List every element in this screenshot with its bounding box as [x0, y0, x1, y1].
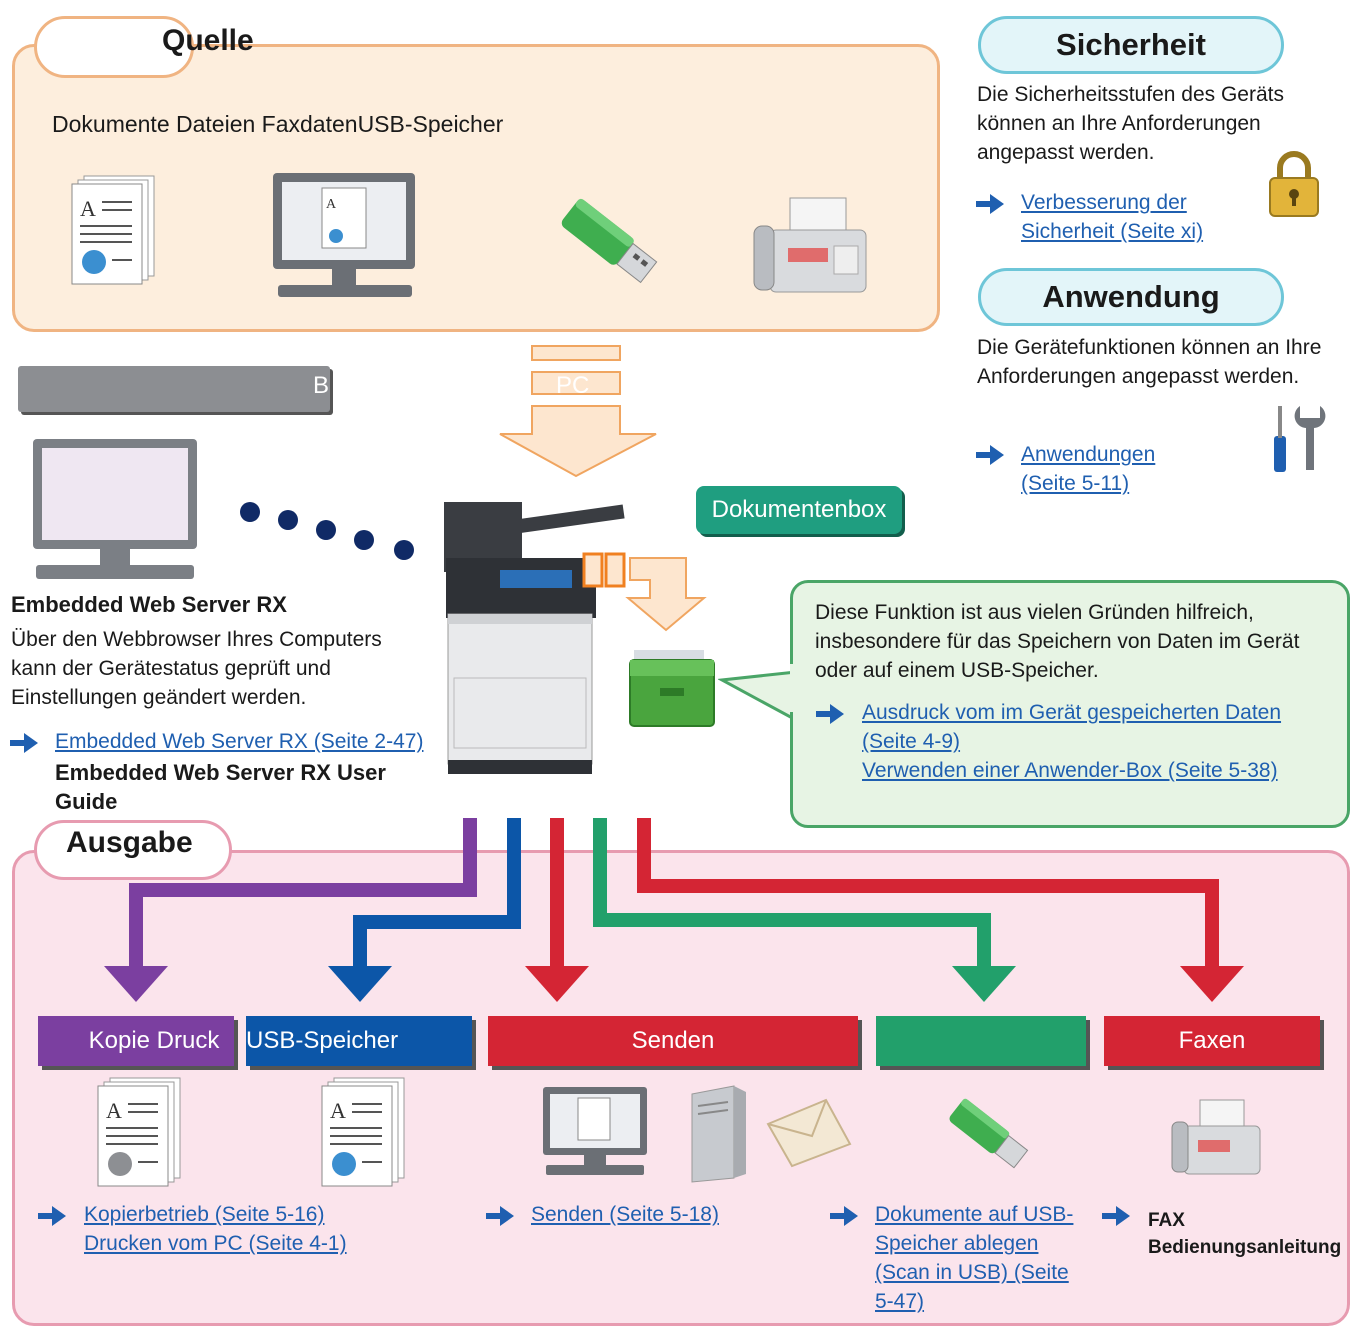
usb-speicher-label: USB-Speicher: [246, 1027, 399, 1054]
svg-text:A: A: [106, 1098, 122, 1123]
dokumentenbox-callout: [790, 580, 1350, 828]
kopierbetrieb-link[interactable]: Kopierbetrieb (Seite 5-16): [84, 1203, 325, 1226]
usb-ablegen-link-line1[interactable]: Dokumente auf USB-: [875, 1203, 1074, 1226]
output-flow-arrows: [104, 818, 1244, 1002]
dokumentenbox-link1-line1[interactable]: Ausdruck vom im Gerät gespeicherten Date…: [862, 701, 1282, 724]
callout-pointer: [718, 670, 798, 723]
svg-text:A: A: [326, 197, 337, 212]
dokumentenbox-link2[interactable]: Verwenden einer Anwender-Box (Seite 5-38…: [862, 759, 1278, 782]
ews-title: Embedded Web Server RX: [11, 592, 287, 617]
link-arrow-icon: [976, 194, 1004, 214]
padlock-icon: [1269, 151, 1319, 217]
link-arrow-icon: [486, 1206, 514, 1226]
box-arrow: [625, 557, 707, 632]
copy-documents-icon: A: [97, 1077, 181, 1187]
pc-bar-label-right: PC: [556, 372, 590, 399]
dokumentenbox-text: Diese Funktion ist aus vielen Gründen hi…: [815, 601, 1300, 682]
connection-dots: [240, 502, 414, 560]
email-envelope-icon: [766, 1098, 852, 1168]
pc-bar-label-left: B: [313, 372, 330, 399]
anwendung-tab: Anwendung: [978, 268, 1284, 326]
sicherheit-text: Die Sicherheitsstufen des Geräts können …: [977, 83, 1284, 164]
senden-bar: Senden: [488, 1016, 858, 1066]
document-box-icon: [629, 650, 715, 727]
svg-text:A: A: [330, 1098, 346, 1123]
link-arrow-icon: [830, 1206, 858, 1226]
faxen-label: Faxen: [1178, 1027, 1246, 1054]
dokumentenbox-label: Dokumentenbox: [696, 486, 902, 534]
fax-guide-name: Bedienungsanleitung: [1148, 1237, 1342, 1258]
ews-link[interactable]: Embedded Web Server RX (Seite 2-47): [55, 730, 424, 753]
usb-output-icon: [949, 1098, 1029, 1169]
send-pc-icon: [543, 1087, 647, 1175]
link-arrow-icon: [816, 704, 844, 724]
link-arrow-icon: [38, 1206, 66, 1226]
svg-text:A: A: [80, 196, 96, 221]
anwendung-link-line2[interactable]: (Seite 5-11): [1021, 472, 1130, 495]
link-arrow-icon: [976, 445, 1004, 465]
sicherheit-link[interactable]: Verbesserung der Sicherheit (Seite xi): [1021, 191, 1204, 243]
sicherheit-title: Sicherheit: [1056, 27, 1206, 62]
usb-scan-bar: [876, 1016, 1086, 1066]
dokumentenbox-label-text: Dokumentenbox: [711, 496, 887, 523]
documents-icon: A: [71, 175, 155, 285]
quelle-tab: [34, 16, 194, 78]
fax-machine-icon: [753, 197, 867, 293]
fax-output-icon: [1171, 1099, 1261, 1175]
tools-icon: [1274, 406, 1326, 472]
ews-guide: Embedded Web Server RX User Guide: [55, 760, 386, 814]
sicherheit-tab: Sicherheit: [978, 16, 1284, 74]
ausgabe-panel: [12, 850, 1350, 1326]
pc-files-icon: A: [273, 173, 415, 297]
drucken-vom-pc-link[interactable]: Drucken vom PC (Seite 4-1): [84, 1232, 347, 1255]
link-arrow-icon: [1102, 1206, 1130, 1226]
senden-label: Senden: [631, 1027, 715, 1054]
fax-guide-title: FAX: [1148, 1210, 1185, 1231]
usb-stick-icon: [561, 198, 658, 284]
usb-ablegen-link-line2[interactable]: Speicher ablegen: [875, 1232, 1039, 1255]
anwendung-title: Anwendung: [1042, 279, 1220, 314]
print-documents-icon: A: [321, 1077, 405, 1187]
callout-pointer-cover: [790, 664, 796, 712]
anwendung-text: Die Gerätefunktionen können an Ihre Anfo…: [977, 336, 1322, 388]
pc-bar: [18, 366, 330, 412]
usb-ablegen-link-line3[interactable]: (Scan in USB) (Seite: [875, 1261, 1069, 1284]
ausgabe-title: Ausgabe: [66, 826, 193, 859]
quelle-title: Quelle: [162, 24, 254, 57]
input-arrow: [499, 345, 657, 478]
link-arrow-icon: [10, 733, 38, 753]
ews-text: Über den Webbrowser Ihres Computers kann…: [11, 628, 382, 709]
usb-ablegen-link-line4[interactable]: 5-47): [875, 1290, 925, 1313]
quelle-subtitle: Dokumente Dateien FaxdatenUSB-Speicher: [52, 111, 504, 137]
dokumentenbox-link1-line2[interactable]: (Seite 4-9): [862, 730, 961, 753]
usb-speicher-bar: USB-Speicher: [246, 1016, 472, 1066]
senden-link[interactable]: Senden (Seite 5-18): [531, 1203, 719, 1226]
faxen-bar: Faxen: [1104, 1016, 1320, 1066]
mfp-printer-image: [444, 502, 626, 774]
kopie-druck-label: Kopie Druck: [88, 1027, 220, 1054]
anwendung-link-line1[interactable]: Anwendungen: [1021, 443, 1156, 466]
ausgabe-tab: [34, 820, 232, 880]
ews-monitor-icon: [33, 439, 197, 579]
kopie-druck-bar: Kopie Druck: [38, 1016, 234, 1066]
server-icon: [691, 1085, 746, 1183]
